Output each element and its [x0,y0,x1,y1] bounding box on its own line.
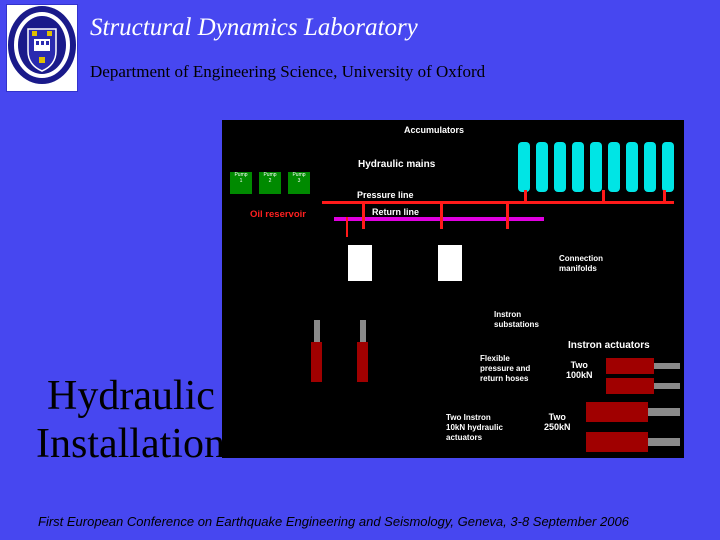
actuator-rod [654,383,680,389]
10kn-actuator [311,342,322,382]
pressure-riser [524,190,527,203]
accumulator [536,142,548,192]
accumulators-label: Accumulators [404,125,465,135]
accumulator [554,142,566,192]
250kn-actuator [586,402,648,422]
100kn-actuator [606,378,654,394]
accumulator [626,142,638,192]
250kn-actuator [586,432,648,452]
actuator-rod [314,320,320,342]
pressure-line-pipe [322,201,674,204]
pressure-drop [506,204,509,229]
pressure-drop [440,204,443,229]
connection-manifold [348,245,372,281]
oil-reservoir-label: Oil reservoir [250,209,306,220]
instron-actuators-label: Instron actuators [568,340,650,351]
university-crest-logo [6,4,78,92]
actuator-rod [360,320,366,342]
actuator-rod [648,438,680,446]
accumulator [572,142,584,192]
pressure-riser [663,190,666,203]
hydraulic-mains-label: Hydraulic mains [358,159,436,170]
connection-manifold [438,245,462,281]
slide-title-line1: Hydraulic [47,373,215,419]
accumulator [590,142,602,192]
conference-footer: First European Conference on Earthquake … [38,514,629,529]
accumulator [518,142,530,192]
actuator-rod [648,408,680,416]
pressure-drop [362,204,365,229]
department-subtitle: Department of Engineering Science, Unive… [90,62,486,81]
return-line-label: Return line [372,207,420,217]
pressure-line-label: Pressure line [357,190,414,200]
pressure-drop [346,217,348,237]
pressure-riser [602,190,605,203]
100kn-actuator [606,358,654,374]
accumulator [662,142,674,192]
return-line-pipe [334,217,544,221]
slide-title-line2: Installation [36,421,225,467]
accumulator [608,142,620,192]
accumulator [644,142,656,192]
10kn-actuator [357,342,368,382]
lab-title: Structural Dynamics Laboratory [90,14,418,41]
actuator-rod [654,363,680,369]
